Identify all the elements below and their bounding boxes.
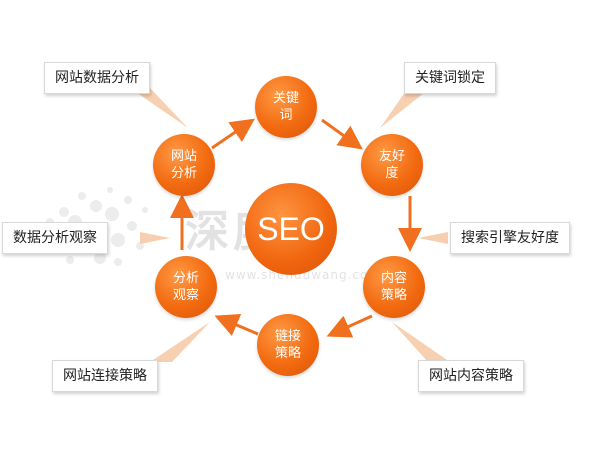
node-link: 链接策略: [257, 314, 319, 376]
node-analysis: 分析观察: [155, 256, 217, 318]
node-site: 网站分析: [153, 134, 215, 196]
node-friendly: 友好度: [361, 134, 423, 196]
node-link-label: 链接策略: [274, 329, 301, 361]
callout-engine-friendly: 搜索引擎友好度: [450, 222, 570, 254]
node-keyword-label: 关键词: [272, 91, 299, 123]
callout-data-analysis: 数据分析观察: [2, 222, 108, 254]
node-keyword: 关键词: [255, 76, 317, 138]
callout-link-strategy: 网站连接策略: [52, 360, 158, 392]
node-site-label: 网站分析: [170, 149, 197, 181]
node-content: 内容策略: [363, 256, 425, 318]
callout-content-strategy: 网站内容策略: [418, 360, 524, 392]
callout-site-data: 网站数据分析: [44, 62, 150, 94]
callout-pointers: [130, 88, 450, 362]
node-content-label: 内容策略: [380, 271, 407, 303]
center-seo: SEO: [245, 183, 337, 275]
node-friendly-label: 友好度: [378, 149, 405, 181]
cycle-arrows: [170, 118, 422, 338]
callout-keyword-lock: 关键词锁定: [404, 62, 496, 94]
node-analysis-label: 分析观察: [172, 271, 199, 303]
